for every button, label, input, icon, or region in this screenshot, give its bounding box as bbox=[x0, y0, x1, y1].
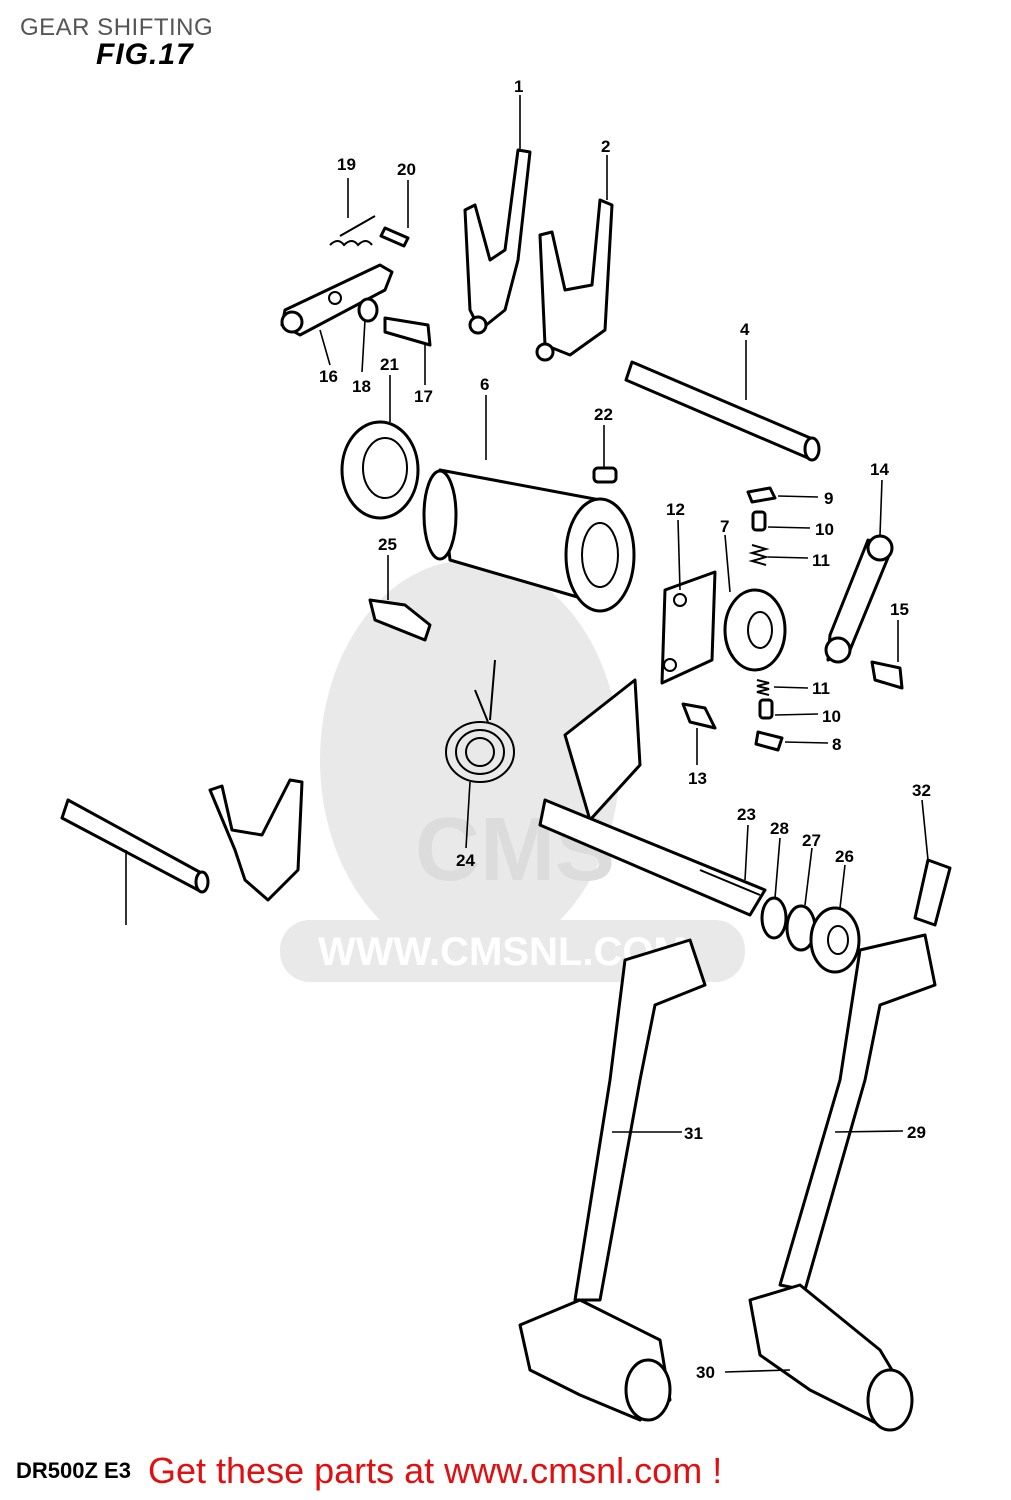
part-29-gearshift-lever bbox=[748, 933, 937, 1432]
callout-15: 15 bbox=[890, 600, 909, 619]
callout-32: 32 bbox=[912, 781, 931, 800]
part-28-washer bbox=[760, 896, 788, 940]
callout-26: 26 bbox=[835, 847, 854, 866]
figure-number: FIG.17 bbox=[96, 38, 194, 71]
callout-29: 29 bbox=[907, 1123, 926, 1142]
part-12-plate bbox=[660, 570, 717, 685]
part-10-pin-lower bbox=[758, 698, 774, 720]
part-9-pawl bbox=[746, 486, 777, 504]
part-21-cam-stopper-plate bbox=[340, 420, 420, 520]
callout-30: 30 bbox=[696, 1363, 715, 1382]
callout-28: 28 bbox=[770, 819, 789, 838]
callout-14: 14 bbox=[870, 460, 889, 479]
part-17-bolt bbox=[383, 316, 432, 347]
callout-13: 13 bbox=[688, 769, 707, 788]
callout-9: 9 bbox=[824, 489, 833, 508]
callout-4: 4 bbox=[740, 320, 750, 339]
callout-17: 17 bbox=[414, 387, 433, 406]
part-16-stopper-plate bbox=[280, 263, 394, 337]
part-11-spring-lower bbox=[756, 679, 770, 696]
callout-24: 24 bbox=[456, 851, 475, 870]
part-2-shift-fork bbox=[535, 198, 614, 362]
callout-25: 25 bbox=[378, 535, 397, 554]
callout-31: 31 bbox=[684, 1124, 703, 1143]
callout-6: 6 bbox=[480, 375, 489, 394]
callout-19: 19 bbox=[337, 155, 356, 174]
callout-11-lower: 11 bbox=[812, 679, 830, 698]
part-4-fork-shaft bbox=[624, 360, 821, 462]
fork-shaft-left bbox=[60, 798, 210, 894]
callout-12: 12 bbox=[666, 500, 685, 519]
callout-1: 1 bbox=[514, 77, 523, 96]
callout-22: 22 bbox=[594, 405, 613, 424]
callout-23: 23 bbox=[737, 805, 756, 824]
watermark-logo: CMS WWW.CMSNL.COM bbox=[280, 560, 745, 982]
part-26-oil-seal bbox=[809, 906, 861, 974]
callout-27: 27 bbox=[802, 831, 821, 850]
part-32-bolt bbox=[913, 858, 952, 927]
page-title: GEAR SHIFTING bbox=[20, 14, 214, 41]
part-25-neutral-switch-bolt bbox=[368, 598, 432, 642]
part-23-gearshift-shaft bbox=[538, 678, 767, 917]
leader-lines bbox=[125, 95, 929, 1373]
model-code: DR500Z E3 bbox=[16, 1458, 131, 1483]
part-11-spring-upper bbox=[748, 544, 770, 566]
part-18-washer bbox=[357, 297, 379, 323]
shift-fork-left bbox=[208, 778, 304, 902]
callout-7: 7 bbox=[720, 517, 729, 536]
part-1-shift-fork bbox=[463, 148, 532, 335]
part-13-screw bbox=[681, 702, 717, 730]
part-24-return-spring bbox=[445, 659, 515, 783]
part-8-pawl-lower bbox=[754, 730, 784, 752]
part-22-pin bbox=[592, 466, 618, 484]
callout-numbers: 1 2 4 19 20 16 18 17 21 6 22 9 14 10 11 … bbox=[319, 77, 931, 1382]
callout-16: 16 bbox=[319, 367, 338, 386]
part-6-gearshift-cam bbox=[422, 468, 636, 613]
part-19-spring bbox=[329, 215, 376, 247]
callout-21: 21 bbox=[380, 355, 399, 374]
part-10-pin-upper bbox=[751, 510, 767, 532]
part-20-bolt bbox=[379, 226, 410, 248]
callout-20: 20 bbox=[397, 160, 416, 179]
callout-10-upper: 10 bbox=[815, 520, 834, 539]
cmsnl-parts-link[interactable]: Get these parts at www.cmsnl.com ! bbox=[148, 1450, 723, 1491]
callout-10-lower: 10 bbox=[822, 707, 841, 726]
part-7-cam-driven-gear bbox=[723, 588, 787, 672]
part-31-gearshift-lever bbox=[518, 938, 707, 1422]
callout-18: 18 bbox=[352, 377, 371, 396]
part-14-cam-guide-plate bbox=[824, 534, 894, 664]
callout-8: 8 bbox=[832, 735, 841, 754]
callout-11-upper: 11 bbox=[812, 551, 830, 570]
part-15-screw bbox=[870, 660, 904, 690]
callout-2: 2 bbox=[601, 137, 610, 156]
